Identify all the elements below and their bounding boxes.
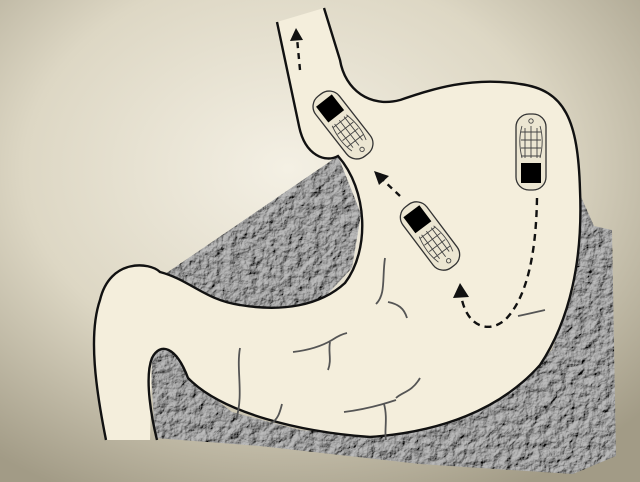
capsule-device-right xyxy=(516,114,546,190)
